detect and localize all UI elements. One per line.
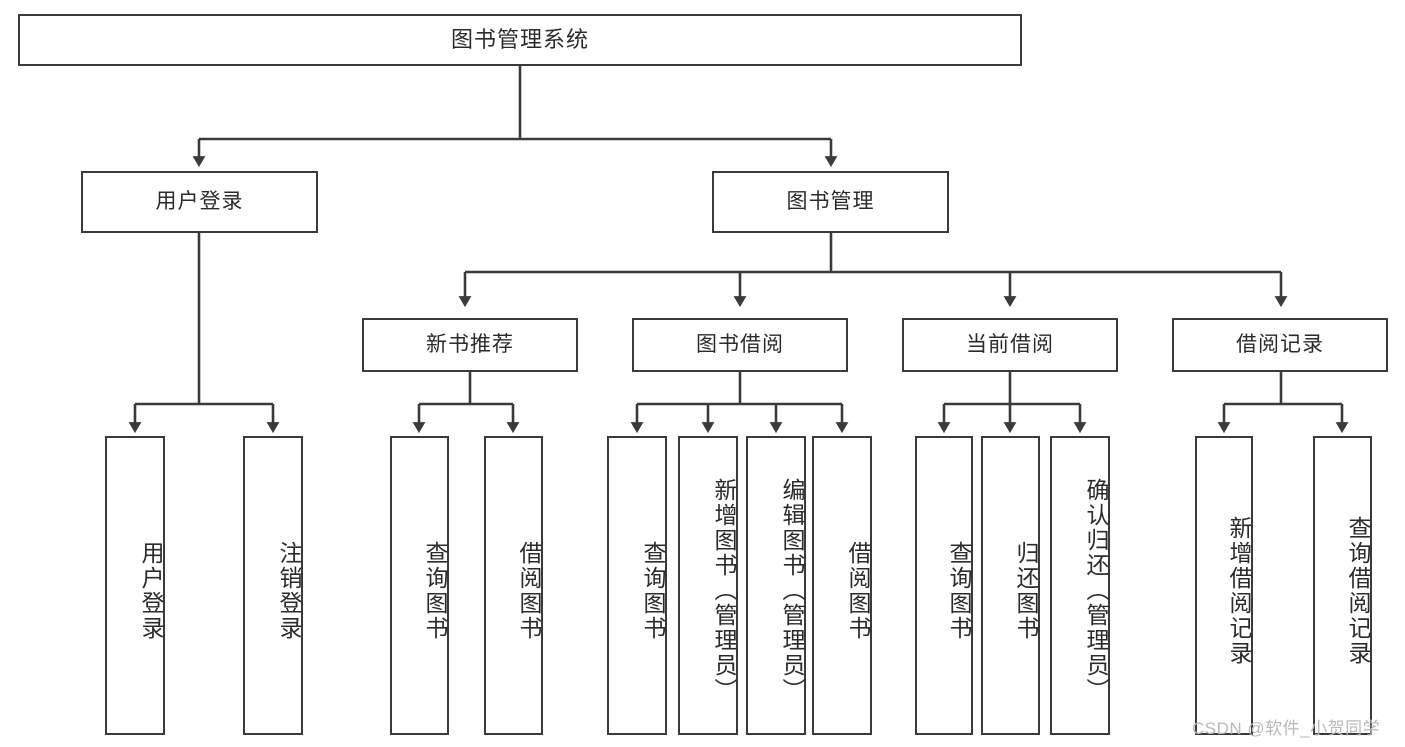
node-leaf-borrow-book-recommend[interactable]: 借阅图书 xyxy=(484,436,543,735)
node-leaf-logout-login[interactable]: 注销登录 xyxy=(243,436,303,735)
node-root-book-management-system[interactable]: 图书管理系统 xyxy=(18,14,1022,66)
node-label: 图书管理系统 xyxy=(450,26,589,52)
node-leaf-add-book[interactable]: 新增图书（管理员） xyxy=(678,436,738,735)
node-user-login[interactable]: 用户登录 xyxy=(81,171,318,233)
node-label: 借阅图书 xyxy=(845,540,871,641)
node-label: 编辑图书（管理员） xyxy=(779,478,805,703)
node-leaf-user-login[interactable]: 用户登录 xyxy=(105,436,165,735)
node-book-management[interactable]: 图书管理 xyxy=(712,171,949,233)
node-leaf-return-book[interactable]: 归还图书 xyxy=(981,436,1040,735)
node-label: 查询图书 xyxy=(422,540,448,641)
node-label: 用户登录 xyxy=(155,190,244,214)
node-borrow-record[interactable]: 借阅记录 xyxy=(1172,318,1388,372)
node-label: 注销登录 xyxy=(276,540,302,641)
node-label: 新书推荐 xyxy=(426,333,514,357)
node-label: 查询借阅记录 xyxy=(1345,515,1371,666)
node-leaf-borrow-book[interactable]: 借阅图书 xyxy=(812,436,872,735)
node-label: 查询图书 xyxy=(946,540,972,641)
node-label: 查询图书 xyxy=(640,540,666,641)
node-book-borrow[interactable]: 图书借阅 xyxy=(632,318,848,372)
node-leaf-add-borrow-record[interactable]: 新增借阅记录 xyxy=(1195,436,1253,735)
node-label: 确认归还（管理员） xyxy=(1083,478,1109,703)
node-leaf-query-borrow-record[interactable]: 查询借阅记录 xyxy=(1313,436,1372,735)
node-label: 归还图书 xyxy=(1013,540,1039,641)
watermark: CSDN @软件_小贺同学 xyxy=(1192,719,1381,738)
node-current-borrow[interactable]: 当前借阅 xyxy=(902,318,1118,372)
node-label: 图书管理 xyxy=(786,190,875,214)
node-label: 图书借阅 xyxy=(696,333,784,357)
node-leaf-edit-book[interactable]: 编辑图书（管理员） xyxy=(746,436,806,735)
node-label: 新增图书（管理员） xyxy=(711,478,737,703)
node-leaf-query-book-borrow[interactable]: 查询图书 xyxy=(607,436,667,735)
node-label: 当前借阅 xyxy=(966,333,1054,357)
node-leaf-query-book-recommend[interactable]: 查询图书 xyxy=(390,436,449,735)
node-label: 新增借阅记录 xyxy=(1226,515,1252,666)
node-label: 借阅图书 xyxy=(516,540,542,641)
node-new-book-recommend[interactable]: 新书推荐 xyxy=(362,318,578,372)
node-label: 用户登录 xyxy=(138,540,164,641)
node-leaf-query-book-current[interactable]: 查询图书 xyxy=(915,436,973,735)
node-leaf-confirm-return[interactable]: 确认归还（管理员） xyxy=(1050,436,1110,735)
node-label: 借阅记录 xyxy=(1236,333,1324,357)
